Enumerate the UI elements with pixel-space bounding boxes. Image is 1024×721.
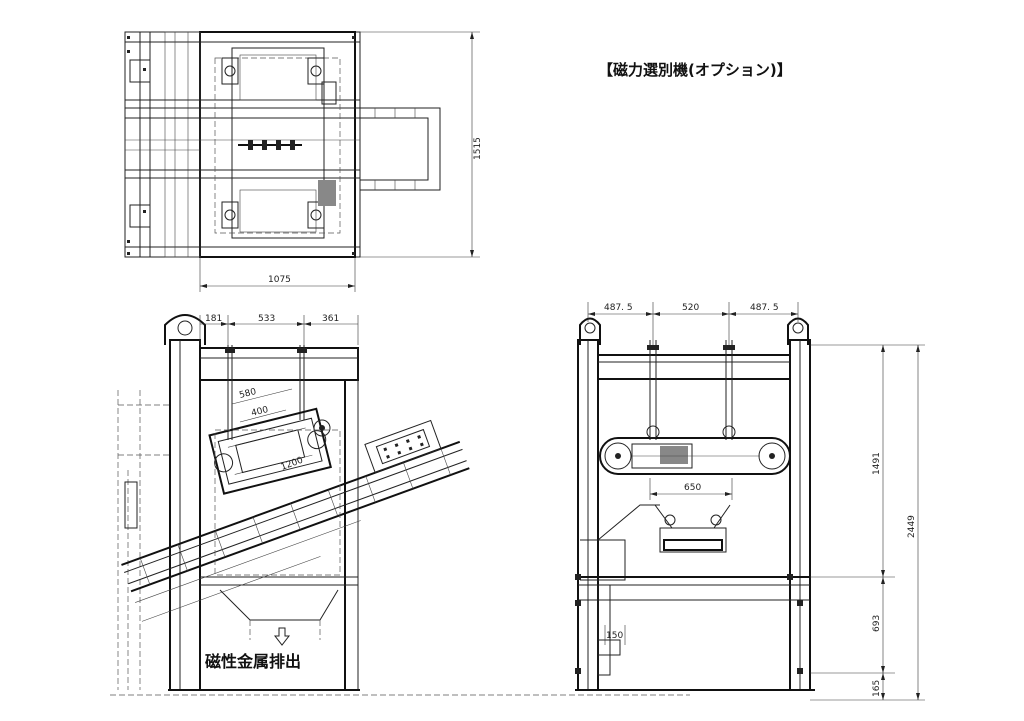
dim-front-height-base: 165 (872, 680, 882, 697)
dim-front-height-lower: 693 (872, 615, 882, 632)
top-view: 1075 1515 (124, 31, 483, 292)
dim-front-chute: 150 (606, 631, 623, 641)
dim-front-right: 487. 5 (750, 303, 779, 313)
dim-front-left: 487. 5 (604, 303, 633, 313)
dim-side-1: 181 (205, 314, 222, 324)
front-view: 650 150 (575, 302, 925, 701)
side-view: 磁性金属排出 181 533 361 580 400 1200 (110, 314, 690, 696)
drawing-title: 【磁力選別機(オプション)】 (598, 61, 792, 79)
dim-side-3: 361 (322, 314, 339, 324)
dim-top-width: 1075 (268, 275, 291, 285)
dim-belt-length: 1200 (280, 455, 305, 472)
dim-side-2: 533 (258, 314, 275, 324)
dim-belt-outer: 580 (238, 387, 257, 401)
dim-front-height-upper: 1491 (872, 452, 882, 475)
dim-front-pulley: 650 (684, 483, 701, 493)
dim-front-height-total: 2449 (907, 515, 917, 538)
dim-top-depth: 1515 (473, 137, 483, 160)
dim-front-center: 520 (682, 303, 699, 313)
discharge-note: 磁性金属排出 (205, 652, 301, 671)
